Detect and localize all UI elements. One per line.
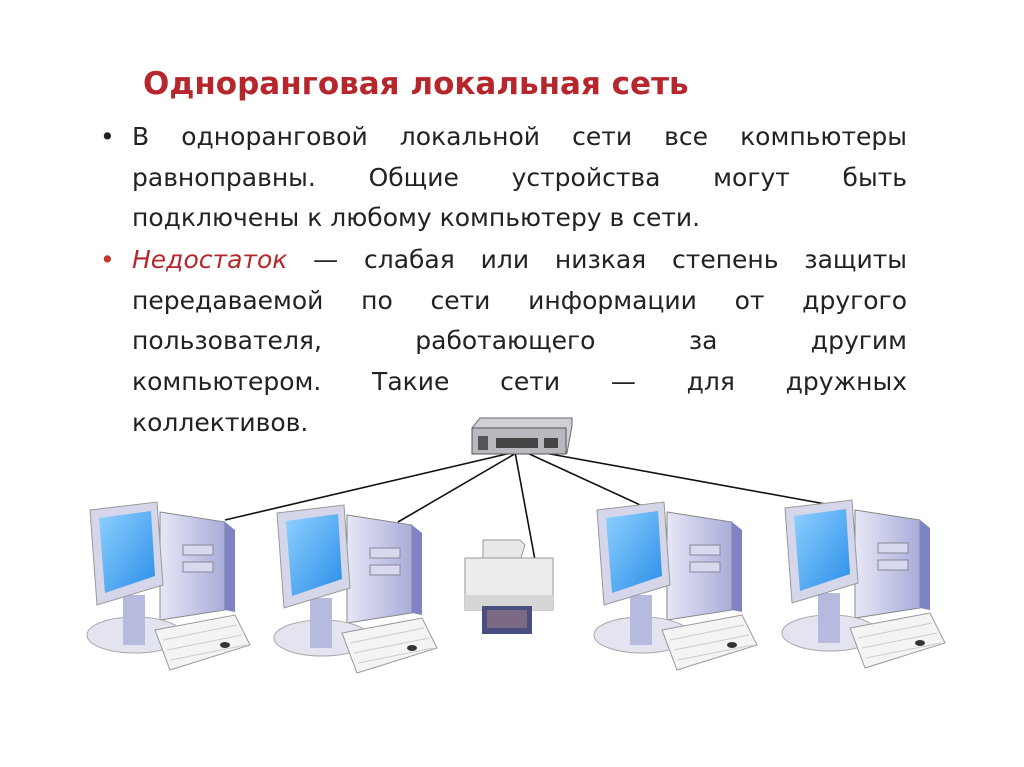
computer-icon bbox=[86, 501, 251, 671]
bullet-1-line-2: равноправны. Общие устройства могут быть bbox=[132, 163, 907, 192]
bullet-2-line-1: Недостаток — слабая или низкая степень з… bbox=[132, 245, 907, 274]
text: коллективов. bbox=[132, 408, 309, 437]
bullet-2-line-4: компьютером. Такие сети — для дружных bbox=[132, 367, 907, 396]
cable bbox=[527, 449, 843, 508]
slide-title: Одноранговая локальная сеть bbox=[143, 66, 689, 102]
computer-icon bbox=[781, 499, 946, 669]
bullet-2-line-5: коллективов. bbox=[132, 408, 907, 437]
bullet-1-line-1: В одноранговой локальной сети все компью… bbox=[132, 122, 907, 151]
bullet-marker: • bbox=[100, 122, 115, 151]
bullet-2-line-3: пользователя, работающего за другим bbox=[132, 326, 907, 355]
drawback-label: Недостаток bbox=[132, 245, 288, 274]
text: равноправны. Общие устройства могут быть bbox=[132, 163, 907, 192]
bullet-2-line-2: передаваемой по сети информации от друго… bbox=[132, 286, 907, 315]
bullet-1-line-3: подключены к любому компьютеру в сети. bbox=[132, 203, 907, 232]
computer-icon bbox=[593, 501, 758, 671]
cable bbox=[224, 451, 516, 521]
cable bbox=[514, 451, 536, 561]
text: пользователя, работающего за другим bbox=[132, 326, 907, 355]
cable bbox=[397, 451, 519, 523]
text: В одноранговой локальной сети все компью… bbox=[132, 122, 907, 151]
text: — слабая или низкая степень защиты bbox=[313, 245, 908, 274]
bullet-marker: • bbox=[100, 245, 115, 274]
switch-icon bbox=[471, 417, 573, 455]
text: передаваемой по сети информации от друго… bbox=[132, 286, 907, 315]
text: компьютером. Такие сети — для дружных bbox=[132, 367, 907, 396]
text: подключены к любому компьютеру в сети. bbox=[132, 203, 701, 232]
printer-icon bbox=[464, 539, 554, 634]
computer-icon bbox=[273, 504, 438, 674]
